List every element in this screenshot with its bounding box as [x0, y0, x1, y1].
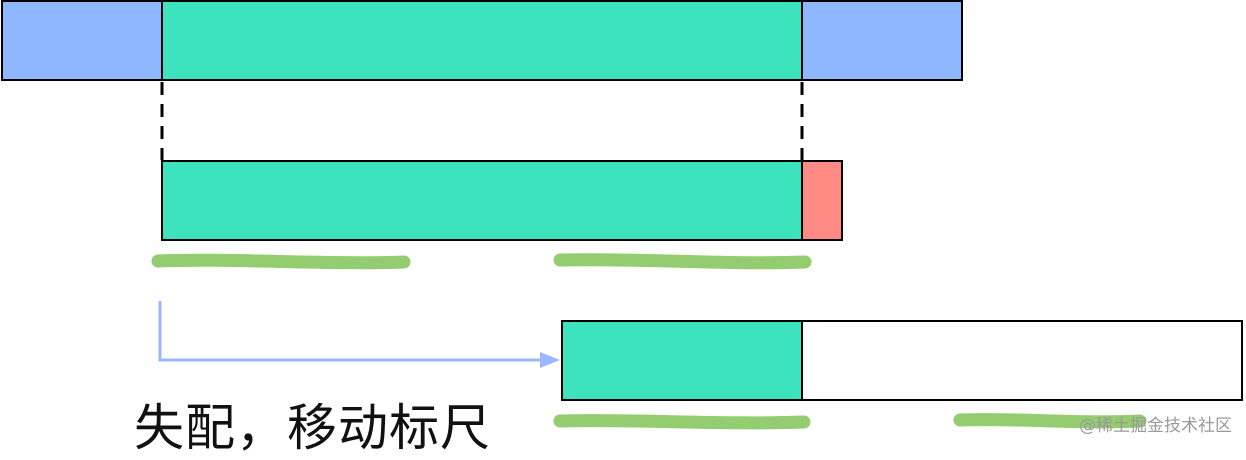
kmp-shift-diagram — [1, 0, 1243, 430]
main-string-matched-block — [161, 0, 803, 81]
main-string-left-block — [1, 0, 163, 81]
main-string-right-block — [801, 0, 963, 81]
suffix-highlight-stroke — [553, 253, 812, 270]
diagram-caption: 失配，移动标尺 — [134, 399, 491, 457]
pattern-matched-block — [161, 160, 803, 241]
shift-arrow-line — [158, 301, 544, 362]
shifted-pattern-remaining-block — [801, 320, 1243, 401]
shift-arrow-head — [540, 352, 560, 368]
shifted-pattern-matched-block — [561, 320, 803, 401]
shifted-suffix-highlight-stroke — [953, 413, 1147, 429]
pattern-mismatch-block — [801, 160, 843, 241]
prefix-highlight-stroke — [151, 253, 411, 270]
shifted-prefix-highlight-stroke — [553, 414, 811, 430]
main-string-row — [1, 0, 963, 81]
shift-arrow — [158, 301, 560, 368]
pattern-row-before-shift — [161, 160, 843, 241]
pattern-row-after-shift — [561, 320, 1243, 401]
watermark-text: @稀土掘金技术社区 — [1079, 416, 1232, 436]
